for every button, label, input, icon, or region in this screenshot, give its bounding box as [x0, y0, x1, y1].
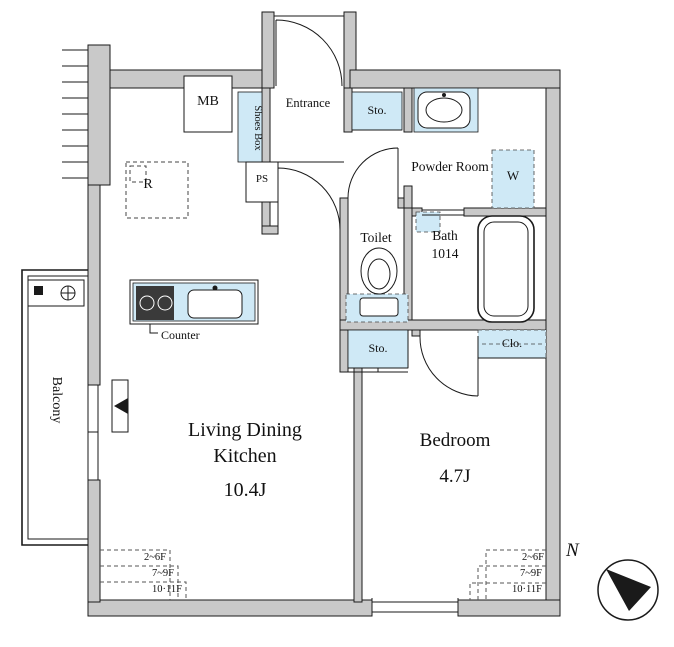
powder-basin: [425, 97, 463, 123]
refrigerator-corner-mark: [129, 165, 147, 183]
compass-circle: [597, 559, 659, 621]
compass-north-label: N: [566, 540, 579, 561]
floor-step-left-1: [100, 549, 171, 600]
balcony-window: [87, 384, 99, 481]
balcony-wall-inner: [27, 275, 88, 540]
door-arcs: [275, 19, 479, 397]
toilet-door-arc: [347, 147, 399, 199]
toilet-bowl-inner: [367, 258, 391, 290]
detail-lines: [87, 15, 546, 616]
corridor-hatch-ticks: [62, 49, 88, 179]
pipe-space-label: PS: [255, 173, 269, 185]
toilet-bowl-icon: [360, 247, 398, 295]
storage-hall-box: [347, 329, 409, 369]
toilet-label: Toilet: [360, 230, 392, 245]
bathtub-icon: [477, 215, 535, 323]
storage-entrance-label: Sto.: [367, 103, 387, 117]
wall-hall-stub: [261, 225, 279, 235]
wall-corridor-bar: [87, 44, 111, 186]
wall-left-lower: [87, 479, 101, 603]
white-fixtures: [111, 75, 535, 433]
entrance-door-arc: [275, 19, 343, 87]
entrance-label: Entrance: [285, 96, 331, 110]
stove-burner-left: [139, 295, 155, 311]
balcony-structure: [21, 269, 88, 546]
stove-icon: [136, 286, 174, 320]
meter-box: [183, 75, 233, 133]
powder-sink: [417, 91, 471, 129]
floor-step-left-3: [100, 581, 187, 600]
hatch-lines: [62, 49, 88, 179]
stove-burner-right: [157, 295, 173, 311]
ldk-label-line2: Kitchen: [213, 445, 277, 467]
wall-powder-left-upper: [403, 87, 413, 133]
floor-note-right-3: 10·11F: [512, 584, 542, 595]
bathtub-inner: [483, 221, 529, 317]
counter-label: Counter: [161, 328, 200, 342]
compass-needle-icon: [606, 569, 651, 611]
wall-bedroom-door-stub: [411, 329, 421, 337]
powder-faucet-icon: [442, 93, 446, 97]
balcony-label: Balcony: [49, 376, 64, 424]
slop-sink-faucet-cross: [61, 286, 75, 300]
kitchen-faucet-icon: [212, 285, 218, 291]
closet-label: Clo.: [501, 336, 523, 350]
floor-note-left-1: 2~6F: [143, 552, 166, 563]
wall-left-upper: [87, 184, 101, 386]
meter-box-label: MB: [197, 94, 219, 109]
refrigerator-outline: [125, 161, 189, 219]
floor-variation-steps: [100, 549, 546, 600]
kitchen-sink: [187, 289, 243, 319]
storage-hall-label: Sto.: [368, 341, 388, 355]
wall-wet-bottom: [339, 319, 547, 331]
bedroom-label: Bedroom: [419, 430, 491, 451]
powder-room-label: Powder Room: [411, 159, 489, 174]
ldk-door-arc: [277, 167, 341, 231]
wall-entrance-alcove-left: [261, 11, 275, 89]
shoes-box: [237, 91, 263, 163]
wall-bottom-right: [457, 599, 561, 617]
storage-hall-doors: [348, 367, 408, 373]
door-swing-marker-triangle: [114, 398, 128, 414]
toilet-tank: [359, 297, 399, 317]
balcony-slop-sink: [27, 279, 85, 307]
ldk-size-label: 10.4J: [223, 479, 267, 501]
floor-step-right-3: [469, 582, 546, 600]
floor-note-left-3: 10·11F: [152, 584, 182, 595]
floor-step-right-2: [477, 565, 546, 600]
bath-size-label: 1014: [431, 246, 459, 261]
wall-partition-ldk-bedroom: [353, 367, 363, 603]
pipe-space-box: [245, 161, 279, 203]
refrigerator-label: R: [143, 177, 153, 192]
wall-powder-left-lower: [403, 185, 413, 209]
wall-bottom-left: [87, 599, 373, 617]
bath-label: Bath: [432, 228, 458, 243]
floor-note-right-1: 2~6F: [521, 552, 544, 563]
washer-label: W: [506, 168, 520, 183]
ldk-label-line1: Living Dining: [188, 419, 302, 441]
floor-note-right-2: 7~9F: [519, 568, 542, 579]
balcony-wall-outer: [21, 269, 88, 546]
shoes-box-label: Shoes Box: [252, 105, 263, 151]
bedroom-window: [371, 598, 459, 616]
floor-step-left-2: [100, 565, 179, 600]
counter-label-leader: [149, 324, 158, 334]
bedroom-size-label: 4.7J: [439, 466, 471, 487]
bath-sliding-door: [422, 209, 464, 216]
bedroom-door-arc: [419, 335, 479, 397]
slop-sink-drain-icon: [34, 286, 43, 295]
refrigerator-space: [125, 161, 189, 219]
washer-box: [491, 149, 535, 209]
wall-bath-top-right: [463, 207, 547, 217]
floor-note-left-2: 7~9F: [151, 568, 174, 579]
storage-entrance-box: [351, 91, 403, 131]
wall-top-right: [349, 69, 561, 89]
bath-corner-counter: [415, 211, 441, 233]
wall-right: [545, 87, 561, 617]
wall-storage-hall-left: [339, 329, 349, 373]
compass: [597, 559, 659, 621]
